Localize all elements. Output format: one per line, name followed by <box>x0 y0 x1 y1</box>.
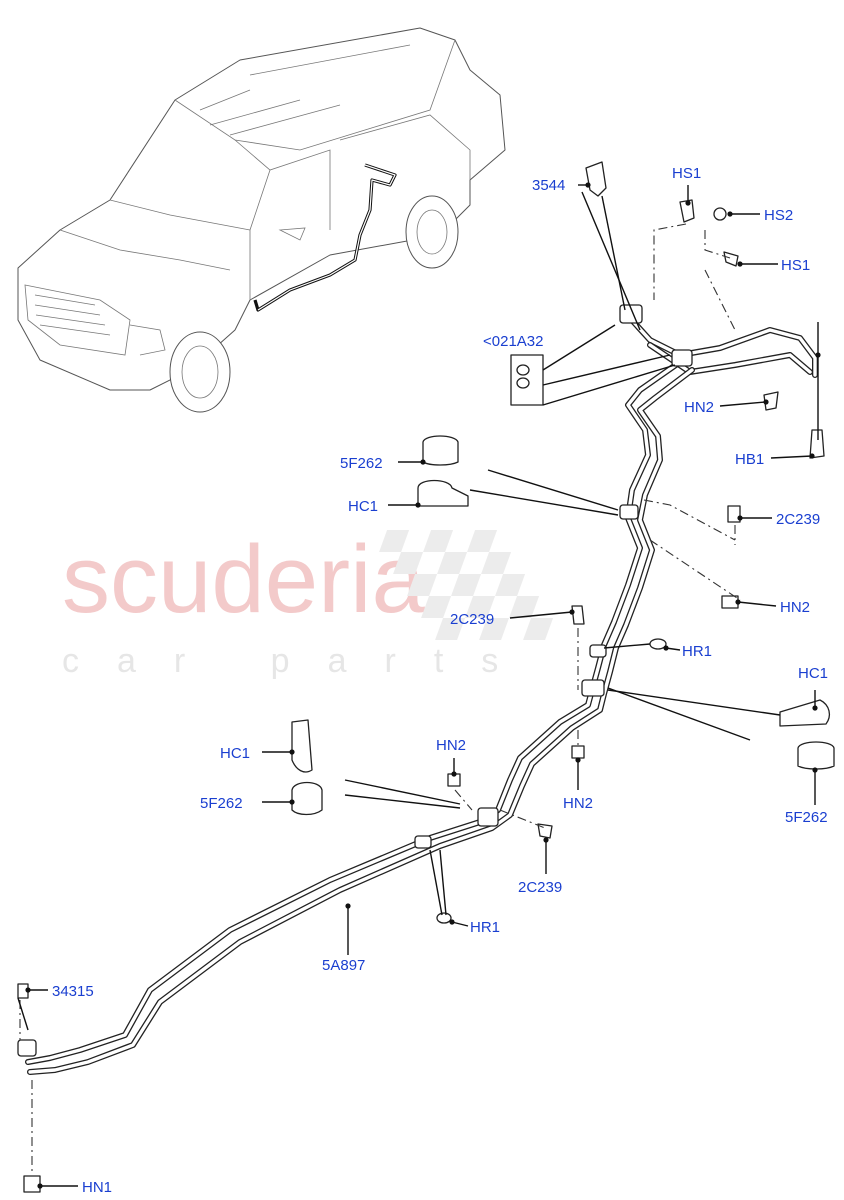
callout-2c239-right[interactable]: 2C239 <box>776 511 820 528</box>
callout-hb1[interactable]: HB1 <box>735 451 764 468</box>
part-hs1-stud-right <box>723 251 739 267</box>
part-5f262-grommet-right <box>797 741 835 770</box>
pipe-clip-hr1 <box>414 835 432 849</box>
callout-5f262-left[interactable]: 5F262 <box>200 795 243 812</box>
callout-hn2-mid-left[interactable]: HN2 <box>436 737 466 754</box>
callout-hr1-mid[interactable]: HR1 <box>682 643 712 660</box>
callout-hn2-right[interactable]: HN2 <box>780 599 810 616</box>
callout-hr1-low[interactable]: HR1 <box>470 919 500 936</box>
pipe-clip-upper <box>619 504 639 520</box>
callout-34315[interactable]: 34315 <box>52 983 94 1000</box>
callout-hc1-left[interactable]: HC1 <box>220 745 250 762</box>
watermark-tagline: car parts <box>62 642 536 680</box>
pipe-clip-mid <box>589 644 607 658</box>
part-hc1-clip-upper <box>417 479 469 507</box>
part-hn2-nut-upper <box>763 391 779 411</box>
part-hn1-nut <box>23 1175 41 1193</box>
part-5f262-grommet-upper <box>422 435 459 466</box>
callout-hc1-right[interactable]: HC1 <box>798 665 828 682</box>
part-hn2-nut-mid <box>571 745 585 759</box>
part-5f262-grommet-left <box>291 781 323 816</box>
part-3544-clip <box>585 161 607 197</box>
part-34315-bolt <box>17 983 29 999</box>
callout-hs2[interactable]: HS2 <box>764 207 793 224</box>
vehicle-illustration <box>17 27 506 413</box>
part-021a32-oring-b <box>516 377 530 389</box>
callout-hs1-top[interactable]: HS1 <box>672 165 701 182</box>
callout-hs1-right[interactable]: HS1 <box>781 257 810 274</box>
callout-5a897[interactable]: 5A897 <box>322 957 365 974</box>
callout-hn2-upper[interactable]: HN2 <box>684 399 714 416</box>
callout-5f262-right[interactable]: 5F262 <box>785 809 828 826</box>
part-2c239-stud-low <box>537 823 553 839</box>
assembly-lines <box>19 223 741 1172</box>
pipe-end-fitting <box>17 1039 37 1057</box>
pipe-clip-lower <box>477 807 499 827</box>
watermark: scuderia car parts <box>62 526 554 680</box>
callout-hn1[interactable]: HN1 <box>82 1179 112 1196</box>
callout-2c239-mid[interactable]: 2C239 <box>450 611 494 628</box>
parts <box>17 161 835 1193</box>
part-hc1-clip-right <box>779 699 831 727</box>
callout-021a32[interactable]: <021A32 <box>483 333 543 350</box>
leader-lines <box>17 182 821 1189</box>
callout-labels: 3544 HS1 HS2 HS1 <021A32 HN2 HB1 5F262 H… <box>52 165 828 1196</box>
callout-5f262-upper[interactable]: 5F262 <box>340 455 383 472</box>
part-2c239-stud-mid <box>571 605 585 625</box>
pipe-junction-block <box>671 349 693 367</box>
part-hs2-nut <box>713 207 727 221</box>
callout-hc1-upper[interactable]: HC1 <box>348 498 378 515</box>
callout-3544[interactable]: 3544 <box>532 177 565 194</box>
part-021a32-oring-a <box>516 364 530 376</box>
part-hn2-nut-right <box>721 595 739 609</box>
callout-hn2-mid[interactable]: HN2 <box>563 795 593 812</box>
pipe-assembly <box>17 304 818 1075</box>
pipe-clip-bracket <box>581 679 605 697</box>
checkered-flag-graphic <box>379 530 554 640</box>
callout-2c239-low[interactable]: 2C239 <box>518 879 562 896</box>
part-hc1-clip-left <box>291 719 313 773</box>
part-hr1-ring-low <box>436 912 452 924</box>
part-2c239-stud-right <box>727 505 741 523</box>
watermark-brand: scuderia <box>62 526 425 633</box>
